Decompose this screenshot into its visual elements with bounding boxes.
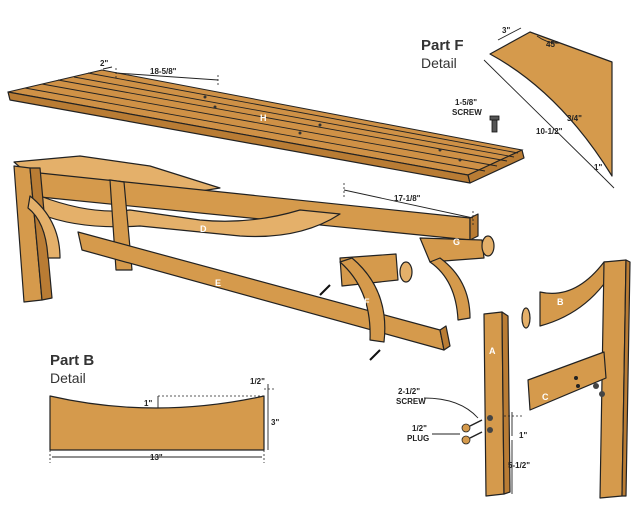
leg-screw-label-2: SCREW [396, 397, 426, 406]
part-b-subtitle: Detail [50, 370, 86, 386]
dim-leg-inset: 1" [519, 431, 527, 440]
part-label-a: A [489, 346, 496, 356]
dim-leg-spacing: 5-1/2" [508, 461, 530, 470]
dim-slat-gap: 2" [100, 59, 108, 68]
dim-b-depth: 1" [144, 399, 152, 408]
dim-f-length: 10-1/2" [536, 127, 563, 136]
screw-top-label-1: 1-5/8" [455, 98, 477, 107]
part-f-subtitle: Detail [421, 55, 457, 71]
part-label-f: F [364, 297, 370, 307]
seat-slats: H [7, 69, 525, 184]
dim-rail-span: 17-1/8" [394, 194, 421, 203]
leg-plug-label-2: PLUG [407, 434, 429, 443]
part-f-detail: Part F Detail 3" 45° 3/4" 10-1/2" 1" [421, 26, 615, 189]
bench-frame: D E F G [13, 155, 495, 361]
dim-f-end: 1" [594, 163, 602, 172]
dim-f-top: 3" [502, 26, 510, 35]
part-label-b: B [557, 297, 564, 307]
dim-slat-span: 18-5/8" [150, 67, 177, 76]
leg-assembly: B C A 2-1/2" SCREW 1/2" PLUG 1" 5-1/2" [396, 259, 631, 499]
part-b-title: Part B [50, 352, 94, 369]
part-label-c: C [542, 392, 549, 402]
dim-b-top-edge: 1/2" [250, 377, 265, 386]
dim-b-length: 13" [150, 453, 163, 462]
dim-b-height: 3" [271, 418, 279, 427]
screw-top-label-2: SCREW [452, 108, 482, 117]
leg-plug-label-1: 1/2" [412, 424, 427, 433]
rail-dimension: 17-1/8" [343, 183, 474, 226]
part-f-title: Part F [421, 37, 464, 54]
part-label-h: H [260, 113, 267, 123]
leg-screw-label-1: 2-1/2" [398, 387, 420, 396]
slat-dimensions: 2" 18-5/8" [100, 59, 219, 87]
part-label-g: G [453, 237, 460, 247]
dim-f-width: 3/4" [567, 114, 582, 123]
part-b-detail: Part B Detail 1" 1/2" 3" 13" [49, 352, 279, 463]
part-label-e: E [215, 278, 221, 288]
screw-top: 1-5/8" SCREW [452, 98, 500, 133]
part-label-d: D [200, 224, 207, 234]
dim-f-angle: 45° [546, 40, 558, 49]
